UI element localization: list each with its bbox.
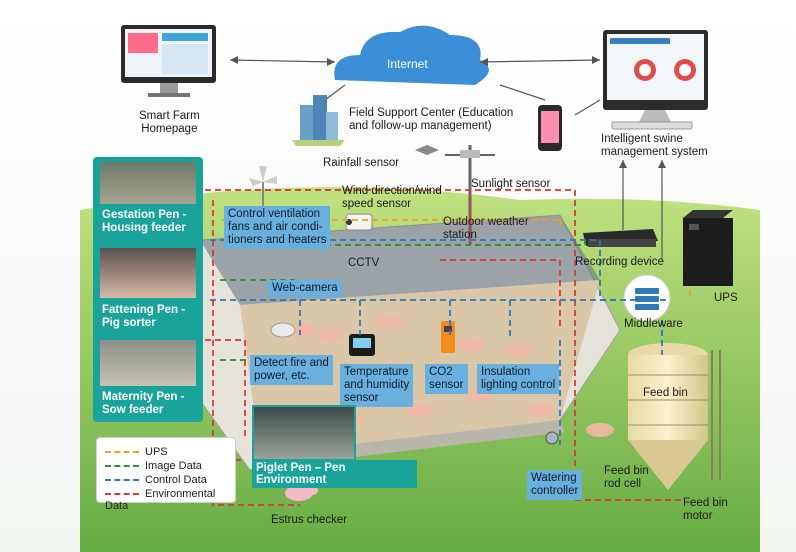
ventilation-control-label: Control ventilation fans and air condi- … [224,206,331,249]
piglet-pen-label: Piglet Pen – Pen Environment [252,460,417,488]
fattening-pen-photo [98,246,198,300]
fire-detection-label: Detect fire and power, etc. [250,355,333,385]
legend-ups: UPS [105,446,168,458]
legend-control: Control Data [105,474,207,486]
legend-ups-text: UPS [145,446,168,458]
legend: UPS Image Data Control Data Environmenta… [96,437,236,512]
control-data-line [600,299,670,355]
internet-label: Internet [387,57,428,71]
control-data-line [210,239,620,445]
wind-sensor-label: Wind direction/wind speed sensor [342,185,442,210]
legend-image-text: Image Data [145,460,202,472]
outdoor-weather-station-label: Outdoor weather station [443,216,529,241]
ups-data-line [222,219,691,300]
feed-bin-rod-cell-label: Feed bin rod cell [604,465,649,490]
gestation-pen-photo [98,160,198,206]
web-camera-label: Web-camera [268,280,342,297]
legend-image-swatch [105,465,139,468]
legend-environmental: Environmental Data [105,488,235,512]
legend-control-text: Control Data [145,474,207,486]
recording-device-label: Recording device [575,256,664,268]
maternity-pen-label: Maternity Pen - Sow feeder [98,389,198,419]
fattening-pen-label: Fattening Pen - Pig sorter [98,302,198,332]
smart-farm-homepage-label: Smart Farm Homepage [139,110,200,135]
maternity-pen-photo [98,338,198,388]
rainfall-sensor-label: Rainfall sensor [323,157,400,169]
legend-control-swatch [105,479,139,482]
legend-image: Image Data [105,460,202,472]
middleware-label: Middleware [624,318,683,330]
cctv-label: CCTV [348,257,380,269]
swine-management-system-label: Intelligent swine management system [601,133,708,158]
ups-label: UPS [714,292,738,304]
gestation-pen-label: Gestation Pen - Housing feeder [98,207,198,237]
legend-environmental-swatch [105,493,139,496]
insulation-lighting-label: Insulation lighting control [477,364,560,394]
feed-bin-label: Feed bin [643,387,688,399]
environmental-data-line [212,200,561,506]
estrus-checker-label: Estrus checker [271,514,348,526]
co2-sensor-label: CO2 sensor [425,364,468,394]
feed-bin-motor-label: Feed bin motor [683,497,728,522]
watering-controller-label: Watering controller [527,470,583,500]
legend-environmental-text: Environmental Data [105,488,216,512]
environmental-data-line [205,189,685,501]
temperature-humidity-label: Temperature and humidity sensor [340,364,414,407]
legend-ups-swatch [105,451,139,454]
field-support-center-label: Field Support Center (Education and foll… [349,107,514,132]
piglet-pen-photo [252,405,356,461]
sunlight-sensor-label: Sunlight sensor [471,178,551,190]
